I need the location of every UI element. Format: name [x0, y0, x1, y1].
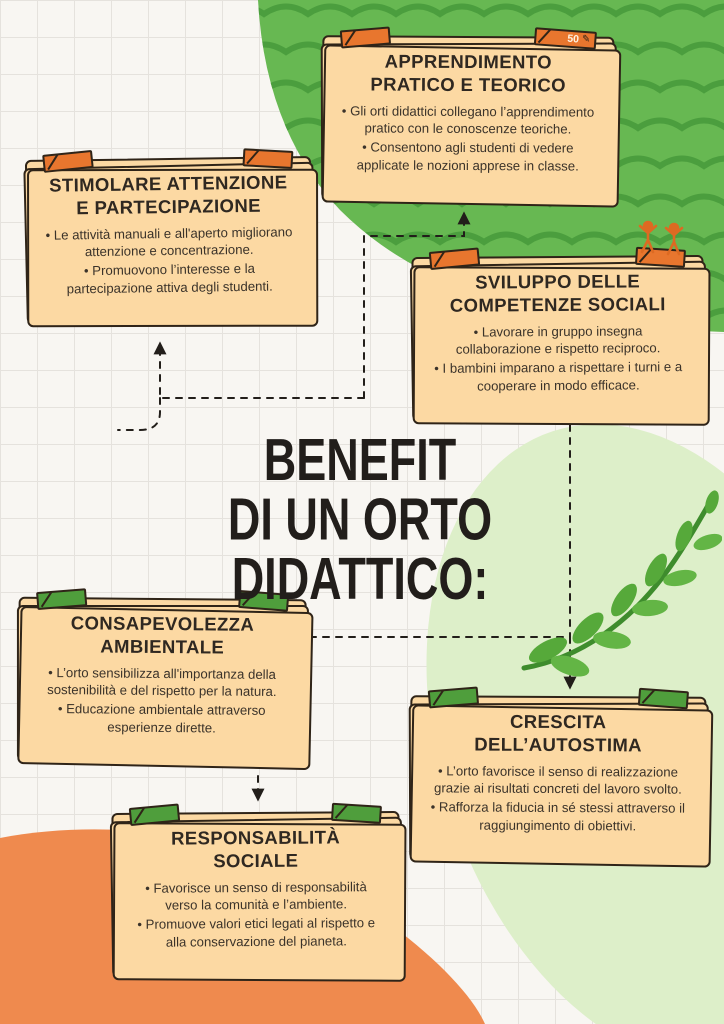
bullet-item: L’orto sensibilizza all'importanza della… — [36, 664, 288, 701]
tape-icon — [428, 247, 481, 271]
bullet-item: Promuovono l’interesse e la partecipazio… — [44, 260, 294, 298]
tape-icon — [42, 149, 94, 173]
card-bullets: L’orto favorisce il senso di realizzazio… — [428, 762, 688, 834]
card-sviluppo: SVILUPPO DELLE COMPETENZE SOCIALI Lavora… — [411, 246, 705, 414]
pencil-icon: ✎ — [581, 33, 591, 46]
bullet-item: I bambini imparano a rispettare i turni … — [430, 359, 686, 395]
title-line: BENEFIT — [263, 426, 457, 494]
bullet-item: Favorisce un senso di responsabilità ver… — [130, 878, 382, 914]
bullet-item: Promuove valori etici legati al rispetto… — [130, 915, 382, 951]
bullet-item: Rafforza la fiducia in sé stessi attrave… — [428, 799, 688, 835]
page-number-tape: 50 ✎ — [533, 27, 597, 50]
card-crescita: CRESCITA DELL’AUTOSTIMA L’orto favorisce… — [409, 686, 707, 854]
connector-to-stimolare — [153, 341, 365, 399]
card-bullets: Favorisce un senso di responsabilità ver… — [130, 878, 382, 950]
children-icon — [638, 220, 684, 256]
card-bullets: L’orto sensibilizza all'importanza della… — [35, 664, 288, 737]
card-apprendimento: 50 ✎ APPRENDIMENTO PRATICO E TEORICO Gli… — [321, 26, 615, 194]
tape-icon — [427, 686, 480, 709]
card-responsabilita: RESPONSABILITÀ SOCIALE Favorisce un sens… — [111, 802, 401, 970]
tape-icon — [637, 687, 690, 710]
card-bullets: Le attività manuali e all'aperto miglior… — [44, 223, 295, 297]
card-title: RESPONSABILITÀ SOCIALE — [171, 826, 341, 871]
bullet-item: Gli orti didattici collegano l’apprendim… — [340, 102, 596, 138]
tape-icon — [128, 803, 181, 827]
tape-icon — [36, 588, 88, 611]
card-title: CONSAPEVOLEZZA AMBIENTALE — [70, 612, 255, 658]
bullet-item: Le attività manuali e all'aperto miglior… — [44, 223, 294, 261]
tape-icon — [339, 26, 392, 49]
title-line: DIDATTICO: — [231, 544, 489, 613]
page-title: BENEFIT DI UN ORTO DIDATTICO: — [168, 430, 552, 608]
bullet-item: Lavorare in gruppo insegna collaborazion… — [430, 322, 686, 358]
title-line: DI UN ORTO — [227, 485, 493, 553]
bullet-item: Educazione ambientale attraverso esperie… — [35, 700, 287, 737]
connector-curl — [117, 397, 161, 431]
page-number: 50 — [566, 32, 580, 46]
card-title: SVILUPPO DELLE COMPETENZE SOCIALI — [449, 270, 666, 316]
card-bullets: Gli orti didattici collegano l’apprendim… — [340, 102, 596, 174]
card-consapevolezza: CONSAPEVOLEZZA AMBIENTALE L’orto sensibi… — [17, 588, 307, 757]
card-title: STIMOLARE ATTENZIONE E PARTECIPAZIONE — [49, 171, 288, 218]
tape-icon — [242, 148, 294, 169]
card-title: CRESCITA DELL’AUTOSTIMA — [474, 710, 643, 756]
bullet-item: L’orto favorisce il senso di realizzazio… — [428, 762, 688, 798]
bullet-item: Consentono agli studenti di vedere appli… — [340, 139, 596, 175]
card-title: APPRENDIMENTO PRATICO E TEORICO — [370, 50, 566, 96]
tape-icon — [330, 802, 382, 824]
card-bullets: Lavorare in gruppo insegna collaborazion… — [430, 322, 686, 394]
card-stimolare: STIMOLARE ATTENZIONE E PARTECIPAZIONE Le… — [24, 148, 314, 317]
